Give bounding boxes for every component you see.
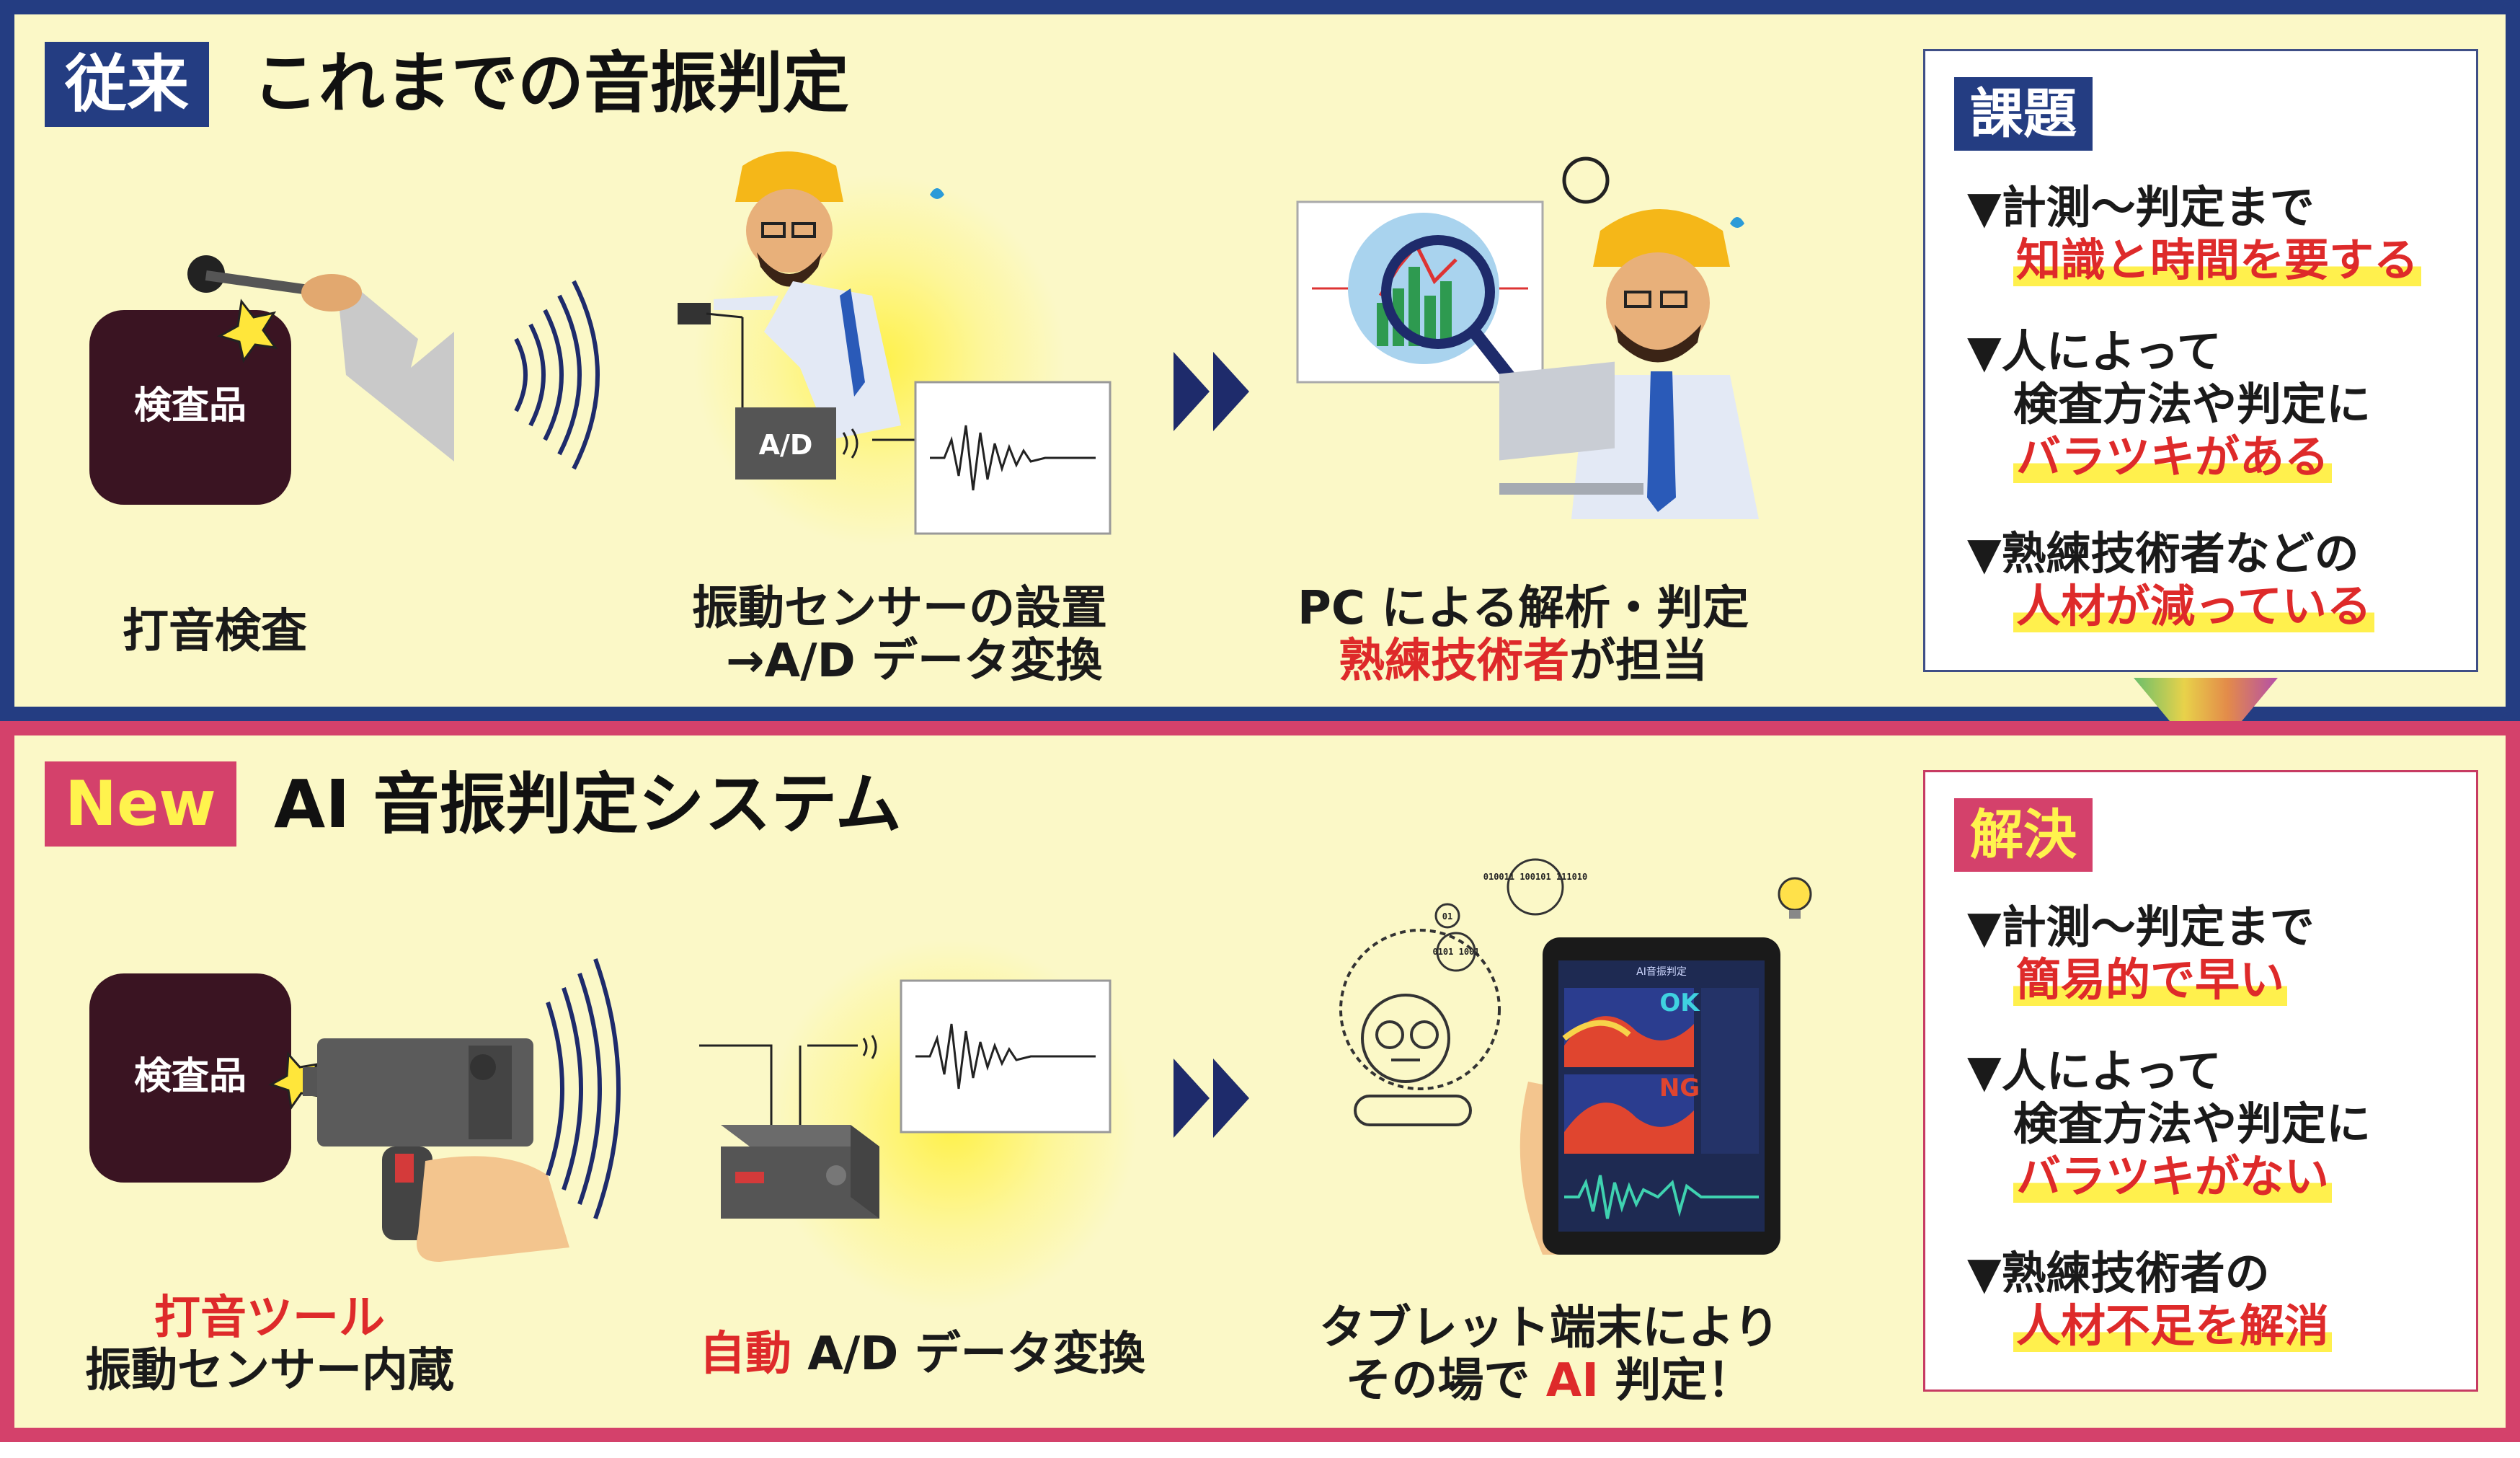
auto-ad-illustration xyxy=(699,979,1112,1219)
hardhat-icon xyxy=(1593,209,1730,267)
robot-head xyxy=(1361,994,1450,1083)
pc-analysis-illustration xyxy=(1296,156,1759,519)
ok-result: OK xyxy=(1659,989,1700,1017)
step2-caption: 振動センサーの設置 →A/D データ変換 xyxy=(692,582,1107,688)
product-block xyxy=(89,310,291,505)
step1-new-caption: 打音ツール 振動センサー内蔵 xyxy=(85,1291,454,1397)
sensor-setup-illustration: A/D xyxy=(678,151,1112,535)
ai-tablet-illustration: 010011 100101 111010 01 0101 1001 AI音振判定… xyxy=(1339,858,1812,1255)
next-step-arrow-icon xyxy=(1174,352,1249,431)
step3-new-caption: タブレット端末により その場で AI 判定！ xyxy=(1319,1302,1780,1408)
arm-sleeve xyxy=(339,285,454,461)
solutions-tag: 解決 xyxy=(1954,798,2093,872)
gear-icon xyxy=(1339,929,1501,1090)
svg-text:A/D: A/D xyxy=(759,429,813,461)
new-system-title: AI 音振判定システム xyxy=(274,766,902,843)
trigger xyxy=(395,1154,414,1183)
worker-face xyxy=(746,189,833,273)
solutions-box: 解決 ▼計測～判定まで 簡易的で早い ▼人によって 検査方法や判定に バラツキが… xyxy=(1923,770,2478,1392)
svg-text:0101 1001: 0101 1001 xyxy=(1432,947,1479,957)
issues-tag: 課題 xyxy=(1954,77,2093,151)
hand-icon xyxy=(301,274,362,312)
step3-caption: PC による解析・判定 熟練技術者が担当 xyxy=(1297,582,1749,688)
hand-icon xyxy=(417,1156,569,1262)
svg-text:010011 100101 111010: 010011 100101 111010 xyxy=(1483,872,1588,882)
solution-item: ▼熟練技術者の 人材不足を解消 xyxy=(1967,1247,2333,1353)
hammer-test-illustration: 検査品 xyxy=(89,255,600,505)
lightbulb-icon xyxy=(1778,877,1812,911)
worker-tie xyxy=(840,288,865,397)
next-step-arrow-icon xyxy=(1174,1059,1249,1138)
product-block xyxy=(89,973,291,1183)
new-tag: New xyxy=(45,761,236,847)
confused-scribble-icon xyxy=(1562,156,1610,204)
conventional-tag: 従来 xyxy=(45,42,209,127)
magnifier-icon xyxy=(1381,235,1495,349)
tapping-tool-illustration: 検査品 xyxy=(89,958,621,1262)
laptop-icon xyxy=(1499,361,1615,461)
svg-text:01: 01 xyxy=(1442,911,1452,922)
analyst-face xyxy=(1606,252,1710,353)
sound-wave-icon xyxy=(593,958,621,1220)
sweat-drop-icon xyxy=(1730,217,1744,228)
product-label: 検査品 xyxy=(134,1055,247,1098)
product-label: 検査品 xyxy=(134,384,247,428)
ad-converter xyxy=(735,407,836,480)
solution-item: ▼計測～判定まで 簡易的で早い xyxy=(1967,901,2315,1007)
sound-wave-icon xyxy=(572,280,600,470)
impact-spark-icon xyxy=(217,299,278,363)
vibration-sensor xyxy=(678,303,711,324)
solution-item: ▼人によって 検査方法や判定に バラツキがない xyxy=(1967,1045,2372,1203)
step2-new-caption: 自動 A/D データ変換 xyxy=(699,1327,1145,1381)
hardhat-icon xyxy=(735,151,843,202)
ng-result: NG xyxy=(1659,1074,1700,1103)
issues-box: 課題 ▼計測～判定まで 知識と時間を要する ▼人によって 検査方法や判定に バラ… xyxy=(1923,49,2478,672)
issue-item: ▼計測～判定まで 知識と時間を要する xyxy=(1967,181,2422,287)
sweat-drop-icon xyxy=(930,188,944,199)
issue-item: ▼人によって 検査方法や判定に バラツキがある xyxy=(1967,325,2372,484)
worker-shirt xyxy=(764,281,901,440)
conventional-title: これまでの音振判定 xyxy=(252,45,850,122)
tablet-waveform xyxy=(1564,1175,1759,1219)
issue-item: ▼熟練技術者などの 人材が減っている xyxy=(1967,527,2374,633)
svg-text:AI音振判定: AI音振判定 xyxy=(1636,966,1687,978)
step1-caption: 打音検査 xyxy=(123,605,307,658)
